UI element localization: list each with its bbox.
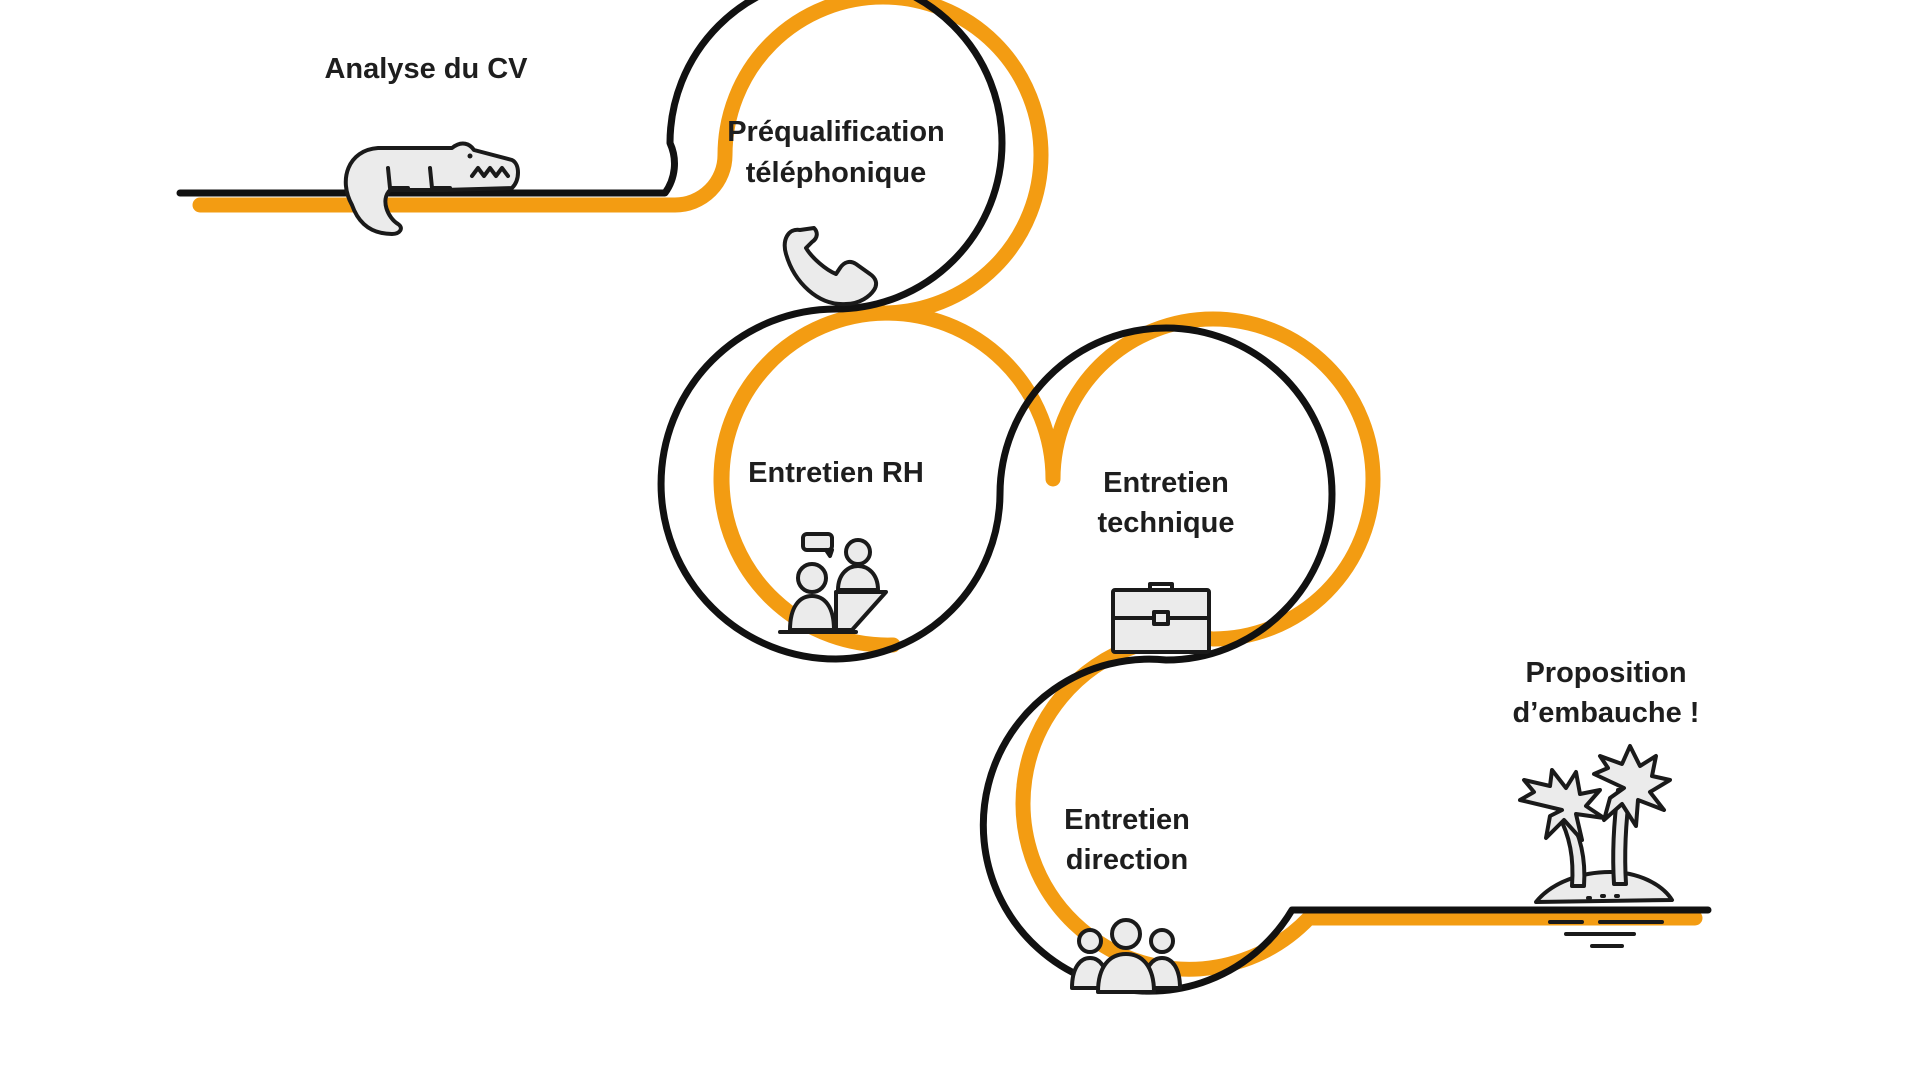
- step-prequalification: Préqualification téléphonique: [727, 116, 945, 307]
- track-main-path: [176, 0, 1712, 995]
- briefcase-icon: [1111, 582, 1211, 654]
- crocodile-eye: [467, 153, 473, 159]
- person-left-head: [796, 562, 828, 594]
- palm-island-icon: [1518, 744, 1674, 948]
- step-label-direction: direction: [1066, 844, 1188, 876]
- step-analyse-cv: Analyse du CV: [324, 53, 528, 236]
- step-label-embauche: d’embauche !: [1513, 697, 1700, 729]
- interview-icon: [778, 532, 888, 634]
- step-label-technique: technique: [1098, 507, 1235, 539]
- step-entretien-direction: Entretien direction: [1064, 804, 1190, 994]
- step-label-proposition: Proposition: [1525, 657, 1686, 689]
- track-shadow-path: [192, 0, 1703, 977]
- desk: [834, 590, 888, 632]
- step-label-entretien: Entretien: [1103, 467, 1229, 499]
- palm-leaves-left: [1518, 768, 1606, 842]
- step-label-entretien-2: Entretien: [1064, 804, 1190, 836]
- step-label-telephonique: téléphonique: [746, 157, 926, 189]
- palm-leaves-right: [1592, 744, 1672, 828]
- group-icon: [1070, 918, 1182, 994]
- island: [1534, 870, 1674, 904]
- crocodile-icon: [343, 141, 520, 236]
- step-label-analyse-cv: Analyse du CV: [324, 53, 528, 85]
- step-label-prequalification: Préqualification: [727, 116, 945, 148]
- step-label-entretien-rh: Entretien RH: [748, 457, 924, 489]
- person-right-head: [844, 538, 872, 566]
- phone-icon: [782, 226, 879, 307]
- step-entretien-technique: Entretien technique: [1098, 467, 1235, 654]
- step-entretien-rh: Entretien RH: [748, 457, 924, 634]
- step-proposition-embauche: Proposition d’embauche !: [1513, 657, 1700, 948]
- speech-bubble: [801, 532, 834, 552]
